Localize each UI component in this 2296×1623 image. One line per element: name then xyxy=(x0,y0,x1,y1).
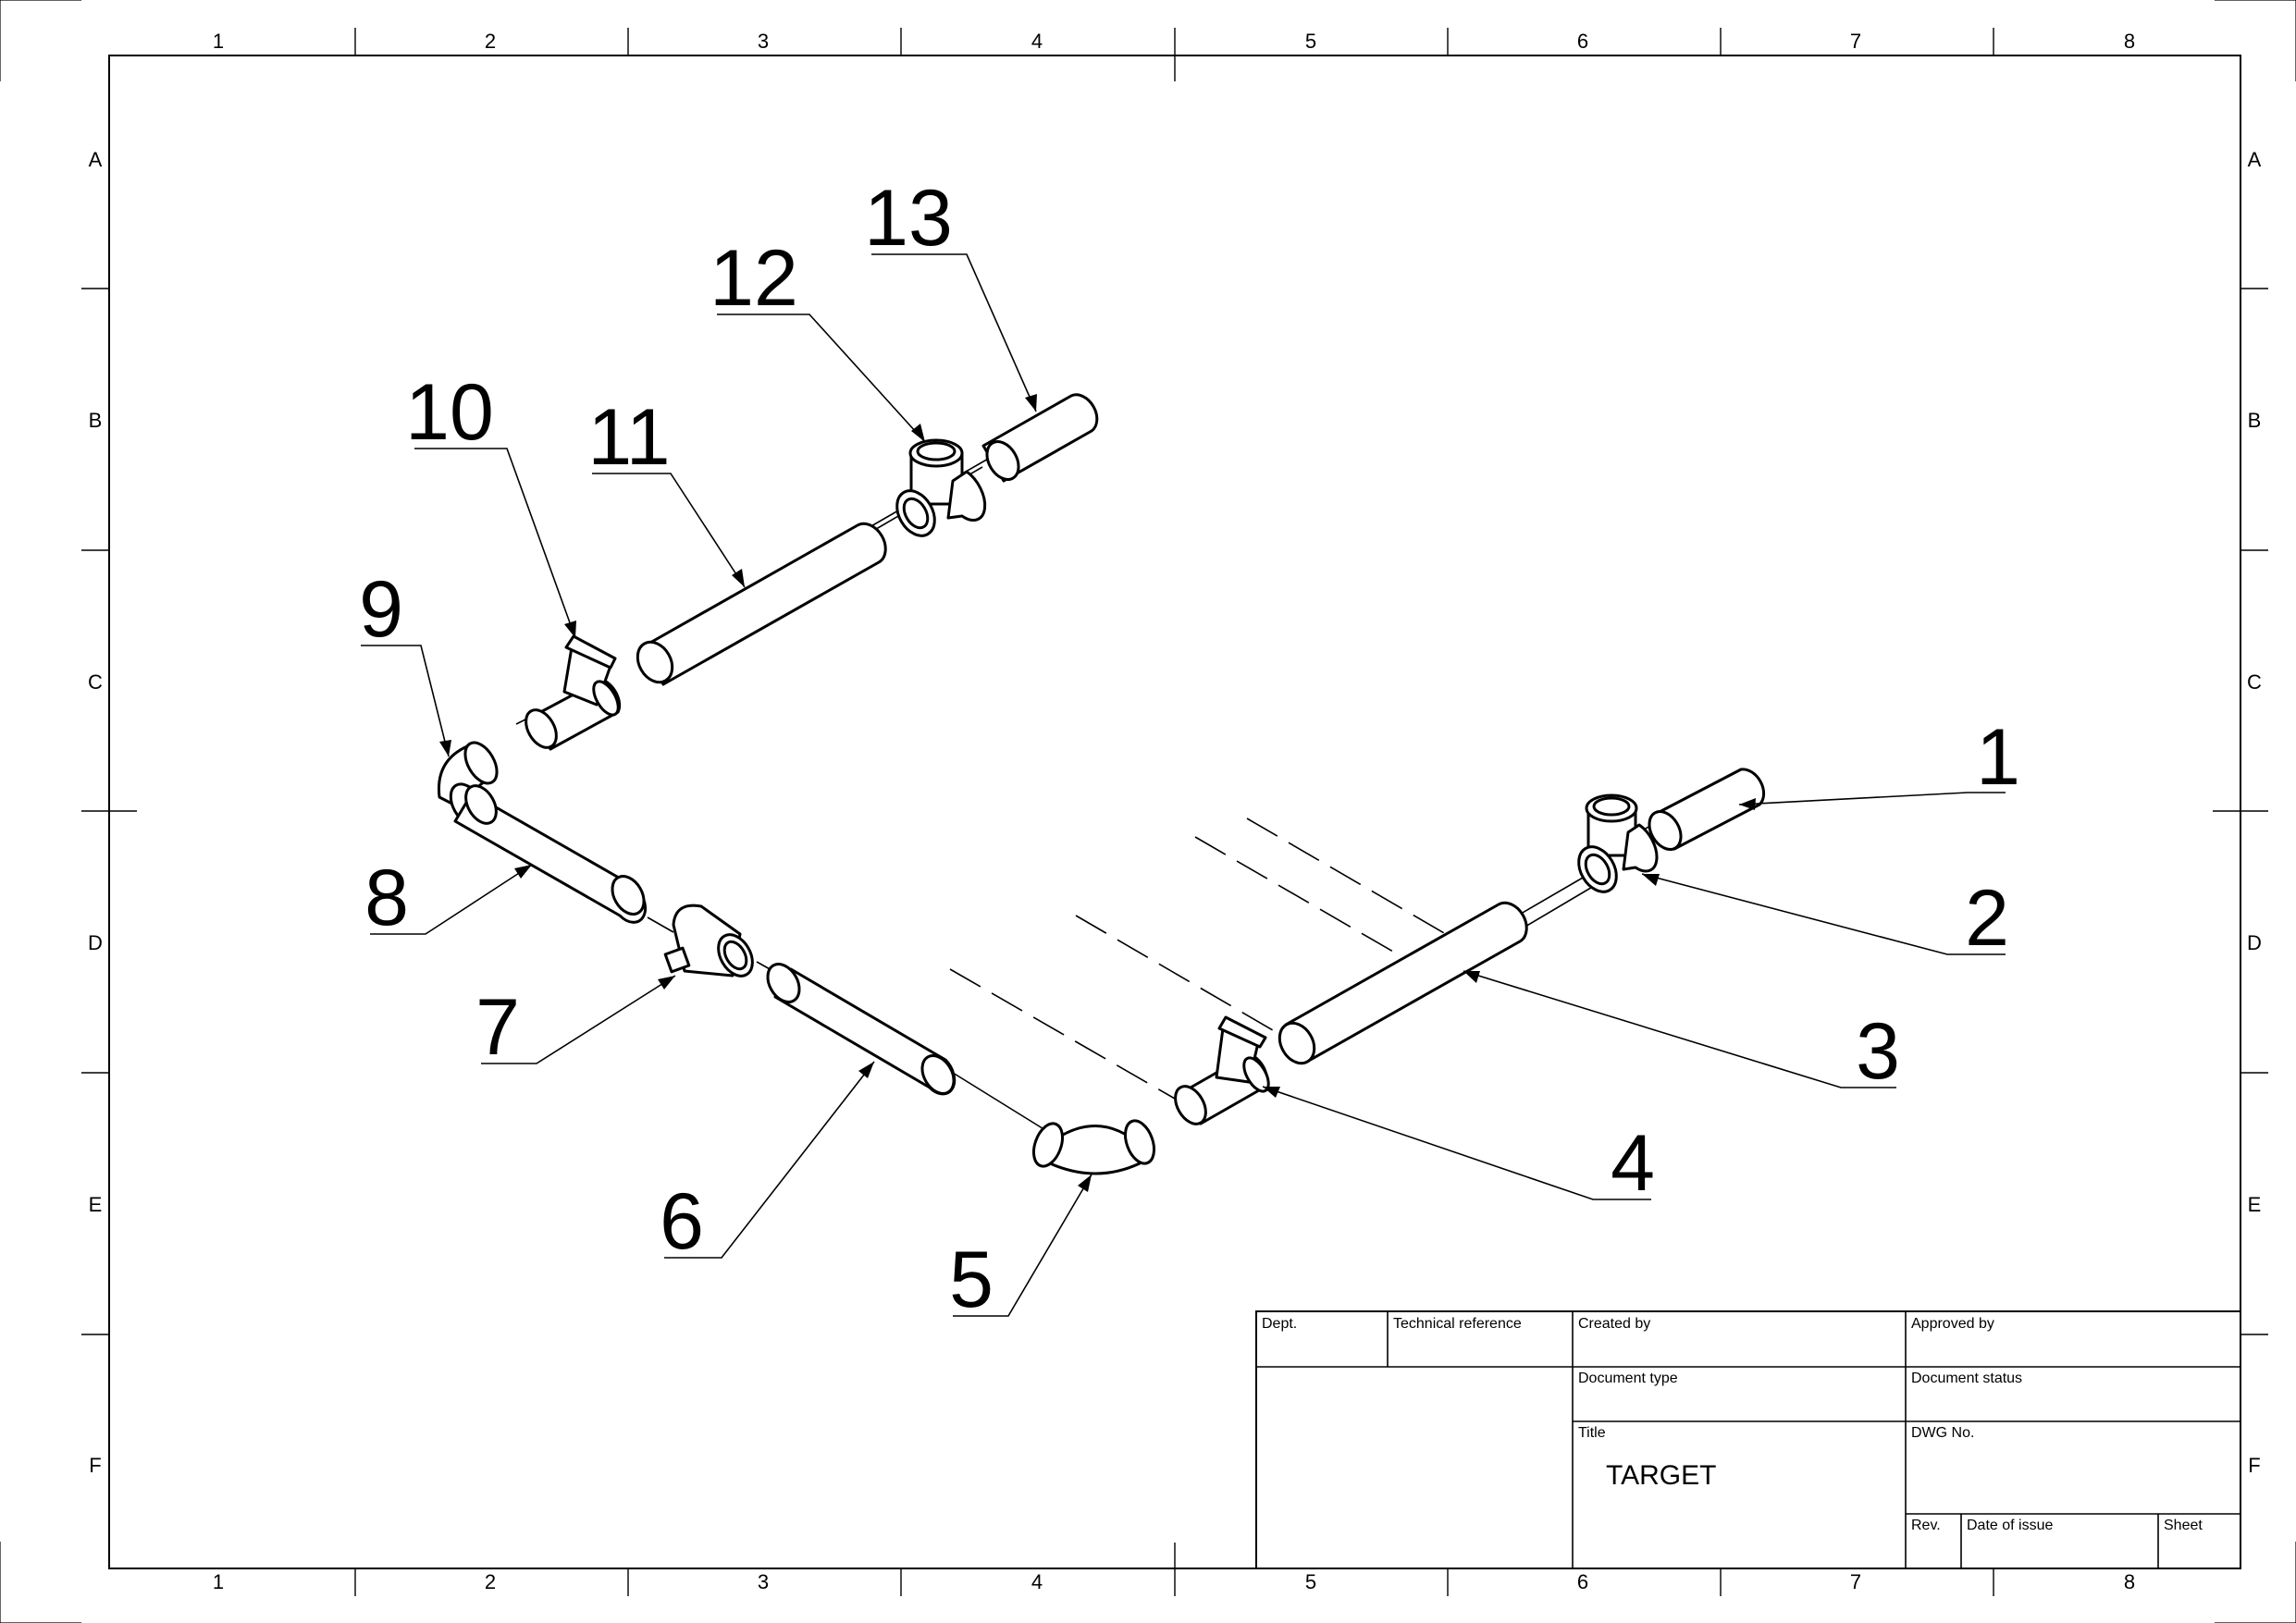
balloon-8: 8 xyxy=(364,854,409,942)
balloon-13: 13 xyxy=(864,174,953,263)
col-label: 8 xyxy=(2124,30,2135,53)
row-label: C xyxy=(2247,670,2262,694)
leader-lines xyxy=(361,253,2006,1317)
col-label: 1 xyxy=(213,1570,224,1593)
balloon-7: 7 xyxy=(475,983,520,1072)
balloon-12: 12 xyxy=(710,234,798,323)
balloon-2: 2 xyxy=(1965,874,2009,963)
part-11-long-pipe xyxy=(636,522,887,686)
part-6-pipe xyxy=(766,963,957,1096)
row-label: E xyxy=(2248,1193,2262,1216)
tb-sheet-label: Sheet xyxy=(2164,1518,2203,1533)
row-label: A xyxy=(89,148,103,171)
balloon-5: 5 xyxy=(949,1236,994,1324)
col-label: 1 xyxy=(213,30,224,53)
tb-created-by-label: Created by xyxy=(1578,1316,1650,1332)
tb-technical-reference-label: Technical reference xyxy=(1393,1316,1522,1332)
col-label: 2 xyxy=(485,30,496,53)
row-label: D xyxy=(88,931,103,954)
part-7-tee-with-plug xyxy=(663,904,754,977)
balloon-9: 9 xyxy=(359,565,403,654)
row-label: C xyxy=(88,670,103,694)
col-label: 5 xyxy=(1305,30,1316,53)
row-label: D xyxy=(2247,931,2262,954)
balloon-4: 4 xyxy=(1611,1119,1655,1208)
balloon-11: 11 xyxy=(587,393,670,482)
tb-title-value: TARGET xyxy=(1606,1460,1716,1491)
balloon-10: 10 xyxy=(405,368,494,457)
col-label: 6 xyxy=(1577,1570,1588,1593)
col-label: 7 xyxy=(1850,30,1861,53)
row-label: B xyxy=(89,409,103,432)
balloon-1: 1 xyxy=(1976,713,2020,802)
balloon-3: 3 xyxy=(1856,1007,1900,1096)
part-10-wye-fitting xyxy=(525,634,622,751)
zone-ticks xyxy=(81,28,2268,1596)
tb-dept-label: Dept. xyxy=(1262,1316,1297,1332)
axis-lines xyxy=(515,457,1666,1131)
tb-rev-label: Rev. xyxy=(1911,1518,1941,1533)
balloon-numbers: 1 2 3 4 5 6 7 8 9 10 11 12 13 xyxy=(359,174,2020,1324)
column-labels-top: 1 2 3 4 5 6 7 8 xyxy=(213,30,2135,53)
row-label: F xyxy=(89,1454,101,1477)
col-label: 4 xyxy=(1031,30,1043,53)
drawing-frame xyxy=(108,55,2241,1569)
col-label: 2 xyxy=(485,1570,496,1593)
row-labels-right: A B C D E F xyxy=(2247,148,2262,1477)
row-label: A xyxy=(2248,148,2262,171)
tb-document-status-label: Document status xyxy=(1911,1371,2022,1386)
part-3-long-pipe xyxy=(1278,901,1528,1065)
col-label: 6 xyxy=(1577,30,1588,53)
part-2-tee-fitting xyxy=(1577,793,1659,893)
tb-document-type-label: Document type xyxy=(1578,1371,1678,1386)
column-labels-bottom: 1 2 3 4 5 6 7 8 xyxy=(213,1570,2135,1593)
part-13-short-pipe xyxy=(981,393,1099,483)
part-5-elbow xyxy=(1031,1119,1156,1175)
row-labels-left: A B C D E F xyxy=(88,148,103,1477)
col-label: 4 xyxy=(1031,1570,1043,1593)
col-label: 7 xyxy=(1850,1570,1861,1593)
col-label: 3 xyxy=(758,30,769,53)
tb-approved-by-label: Approved by xyxy=(1911,1316,1994,1332)
row-label: E xyxy=(89,1193,103,1216)
tb-dwg-no-label: DWG No. xyxy=(1911,1425,1974,1441)
part-1-short-pipe xyxy=(1648,768,1766,851)
col-label: 5 xyxy=(1305,1570,1316,1593)
part-8-pipe xyxy=(453,784,648,924)
row-label: B xyxy=(2248,409,2262,432)
tb-title-label: Title xyxy=(1578,1425,1606,1441)
construction-lines xyxy=(949,818,1463,1100)
col-label: 3 xyxy=(758,1570,769,1593)
col-label: 8 xyxy=(2124,1570,2135,1593)
title-block: Dept. Technical reference Created by App… xyxy=(1255,1310,2241,1569)
part-12-tee-fitting xyxy=(895,438,987,537)
balloon-6: 6 xyxy=(660,1177,704,1266)
row-label: F xyxy=(2248,1454,2260,1477)
leader-arrows xyxy=(439,394,1756,1192)
part-4-wye-fitting xyxy=(1174,1015,1270,1125)
tb-date-of-issue-label: Date of issue xyxy=(1967,1518,2053,1533)
